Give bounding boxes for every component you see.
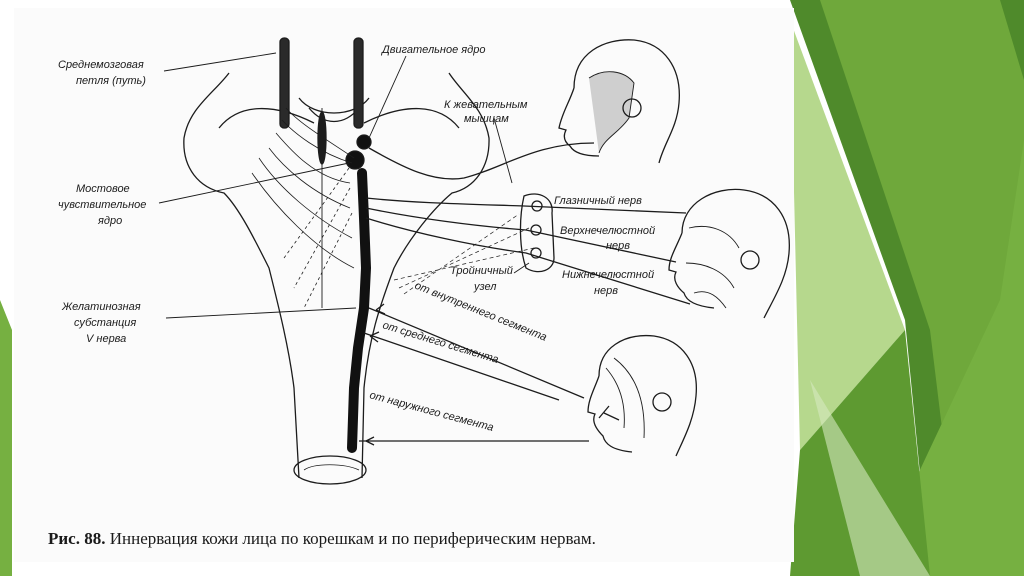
pons-sensory-nucleus-dot — [345, 150, 365, 170]
caption-text: Иннервация кожи лица по корешкам и по пе… — [109, 529, 596, 548]
masseter-muscle — [588, 71, 635, 154]
ganglion-cell-2 — [530, 224, 542, 236]
figure-panel: Среднемозговая петля (путь) Двигательное… — [14, 8, 794, 562]
label-ganglion-2: узел — [473, 281, 496, 293]
face-cross-marks — [598, 405, 620, 421]
face-bottom-outline — [587, 334, 697, 457]
face-middle-ear — [740, 250, 760, 270]
label-gel-2: субстанция — [74, 317, 136, 329]
maxillary-nerve-line — [365, 207, 677, 263]
label-maxillary-2: нерв — [606, 240, 630, 252]
pons-curves — [218, 107, 460, 129]
spinal-cut-hatch — [303, 464, 360, 471]
ophthalmic-nerve-line — [365, 197, 687, 214]
deco-light-triangle — [790, 20, 905, 450]
label-pons-3: ядро — [97, 215, 122, 227]
label-chew-1: К жевательным — [444, 99, 528, 111]
face-middle-outline — [668, 188, 790, 319]
spinal-cut-ellipse — [293, 455, 367, 485]
ganglion-cell-3 — [530, 247, 542, 259]
face-bottom-zones — [605, 357, 645, 439]
right-lemniscus-column — [353, 37, 364, 129]
label-ophthalmic: Глазничный нерв — [554, 195, 642, 207]
deco-bottom-wedge — [790, 330, 930, 576]
label-gel-1: Желатинозная — [61, 301, 141, 313]
label-gel-3: V нерва — [86, 333, 126, 345]
dashed-fibers — [283, 167, 353, 309]
leader-ganglion — [513, 262, 530, 274]
gelatinous-substance-column — [347, 168, 372, 453]
left-lemniscus-column — [279, 37, 290, 129]
label-chew-2: мышцам — [464, 113, 509, 125]
trigeminal-ganglion — [519, 193, 555, 273]
motor-nucleus-dot — [356, 134, 372, 150]
face-bottom-ear — [652, 392, 672, 412]
ascending-fibers — [251, 107, 355, 269]
inner-segment-line — [368, 307, 585, 399]
caption-number: Рис. 88. — [48, 529, 106, 548]
motor-nerve-to-muscles — [368, 142, 595, 180]
label-srednemozg-1: Среднемозговая — [58, 59, 144, 71]
segment-arrowheads — [365, 303, 386, 446]
figure-caption: Рис. 88. Иннервация кожи лица по корешка… — [48, 529, 788, 549]
deco-left-edge — [0, 300, 12, 576]
leader-srednemozg — [163, 52, 277, 72]
leader-gelatinous — [165, 307, 357, 319]
dashed-projection-lines — [393, 213, 535, 295]
face-top-ear — [622, 98, 642, 118]
leader-pons — [158, 162, 350, 204]
innervation-diagram: Среднемозговая петля (путь) Двигательное… — [58, 37, 790, 485]
face-middle-zones — [685, 226, 740, 309]
brainstem-outline — [183, 72, 490, 479]
label-mandibular-1: Нижнечелюстной — [562, 269, 654, 281]
label-ganglion-1: Тройничный — [450, 265, 513, 277]
label-maxillary-1: Верхнечелюстной — [560, 225, 655, 237]
label-pons-2: чувствительное — [58, 199, 146, 211]
label-pons-1: Мостовое — [76, 183, 130, 195]
label-outer-segment: от наружного сегмента — [368, 389, 495, 434]
label-motor-nucleus: Двигательное ядро — [380, 44, 485, 56]
midline-dark-spot — [317, 111, 327, 165]
label-srednemozg-2: петля (путь) — [76, 75, 146, 87]
face-top-outline — [558, 39, 680, 164]
leader-chew — [493, 117, 513, 184]
leader-motor — [368, 55, 407, 139]
deco-pale-sliver — [810, 380, 930, 576]
middle-segment-line — [363, 332, 560, 401]
label-mandibular-2: нерв — [594, 285, 618, 297]
deco-right-triangle — [870, 140, 1024, 576]
